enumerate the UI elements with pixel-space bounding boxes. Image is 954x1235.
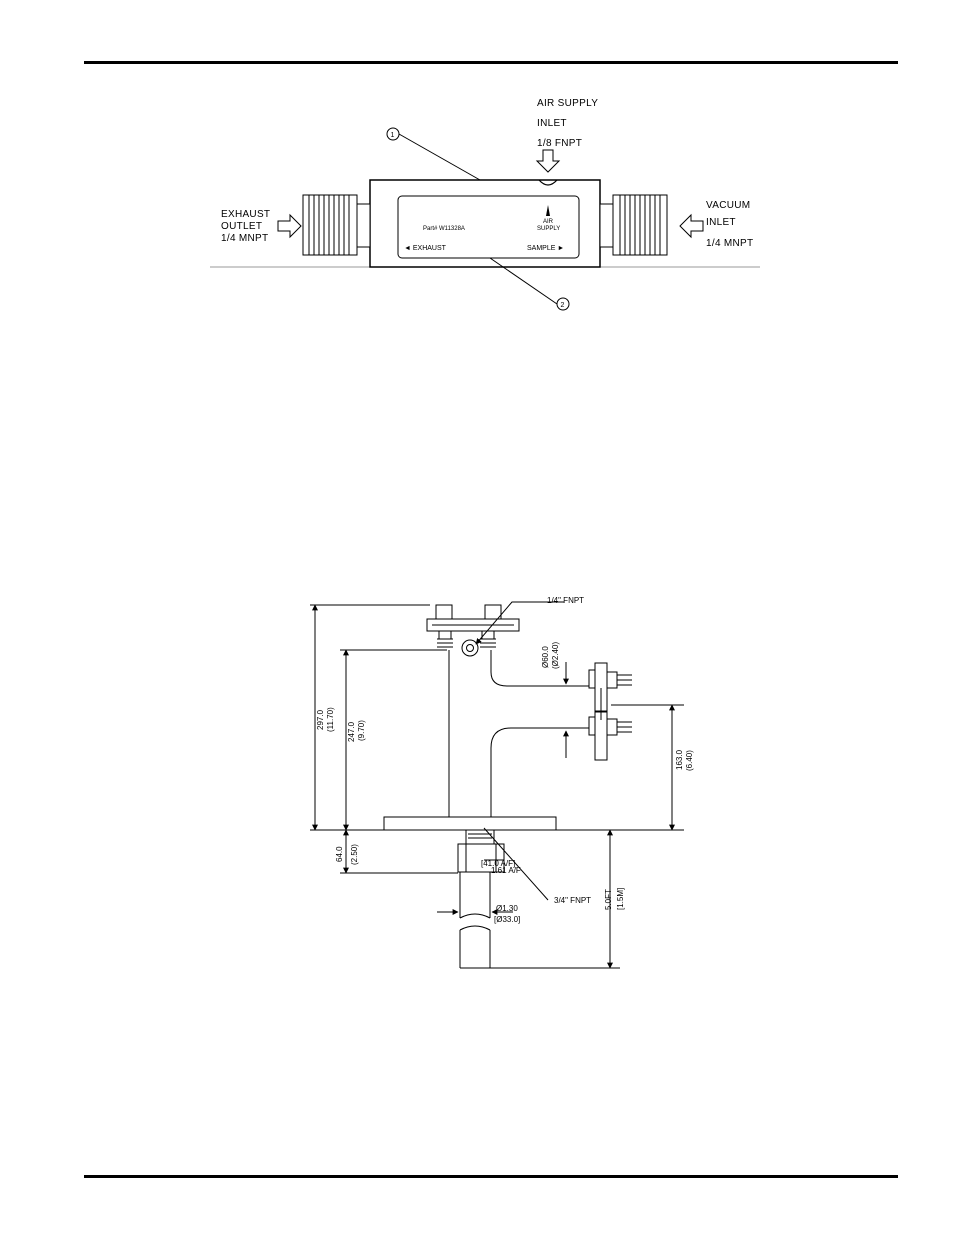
plate-sample-label: SAMPLE ► (527, 245, 564, 252)
air-supply-line2: INLET (537, 118, 567, 129)
dim-970-label: (9.70) (357, 720, 366, 741)
exhaust-fitting (303, 195, 357, 255)
callout-1: 1 (391, 132, 395, 139)
dim-297-label: 297.0 (316, 709, 325, 730)
dim-163-label: 163.0 (675, 749, 684, 770)
callout-2: 2 (561, 302, 565, 309)
dim-64-label: 64.0 (335, 846, 344, 862)
exhaust-line1: EXHAUST (221, 209, 270, 220)
probe-drawing (310, 602, 684, 968)
air-supply-line3: 1/8 FNPT (537, 138, 582, 149)
eductor-drawing (210, 128, 760, 310)
dia-130-label: Ø1.30 (496, 904, 518, 913)
dim-640-label: (6.40) (685, 750, 694, 771)
exhaust-line2: OUTLET (221, 221, 262, 232)
dim-247-label: 247.0 (347, 721, 356, 742)
dia-60-label: Ø60.0 (541, 646, 550, 668)
dim-1170-label: (11.70) (326, 707, 335, 732)
af-mm-label: [41.0 A/F] (481, 859, 515, 868)
exhaust-line3: 1/4 MNPT (221, 233, 268, 244)
air-supply-line1: AIR SUPPLY (537, 98, 598, 109)
vacuum-line1: VACUUM (706, 200, 750, 211)
left-stub (357, 204, 370, 247)
vacuum-line3: 1/4 MNPT (706, 238, 753, 249)
vacuum-arrow-icon (680, 215, 703, 237)
part-number: Part# W11328A (423, 226, 465, 232)
vacuum-line2: INLET (706, 217, 736, 228)
dim-250-label: (2.50) (350, 844, 359, 865)
fnpt-bottom-label: 3/4" FNPT (554, 896, 591, 905)
plate-air-label: AIR (543, 219, 554, 225)
right-stub (600, 204, 613, 247)
dia-240-label: (Ø2.40) (551, 642, 560, 669)
exhaust-arrow-icon (278, 215, 301, 237)
len-m-label: [1.5M] (616, 888, 625, 910)
dia-330-label: [Ø33.0] (494, 915, 520, 924)
air-arrow-icon (537, 150, 559, 172)
plate-supply-label: SUPPLY (537, 226, 560, 232)
len-ft-label: 5.0FT (604, 889, 613, 910)
plate-exhaust-label: ◄ EXHAUST (404, 245, 447, 252)
vacuum-fitting (613, 195, 667, 255)
fnpt-top-label: 1/4" FNPT (547, 596, 584, 605)
